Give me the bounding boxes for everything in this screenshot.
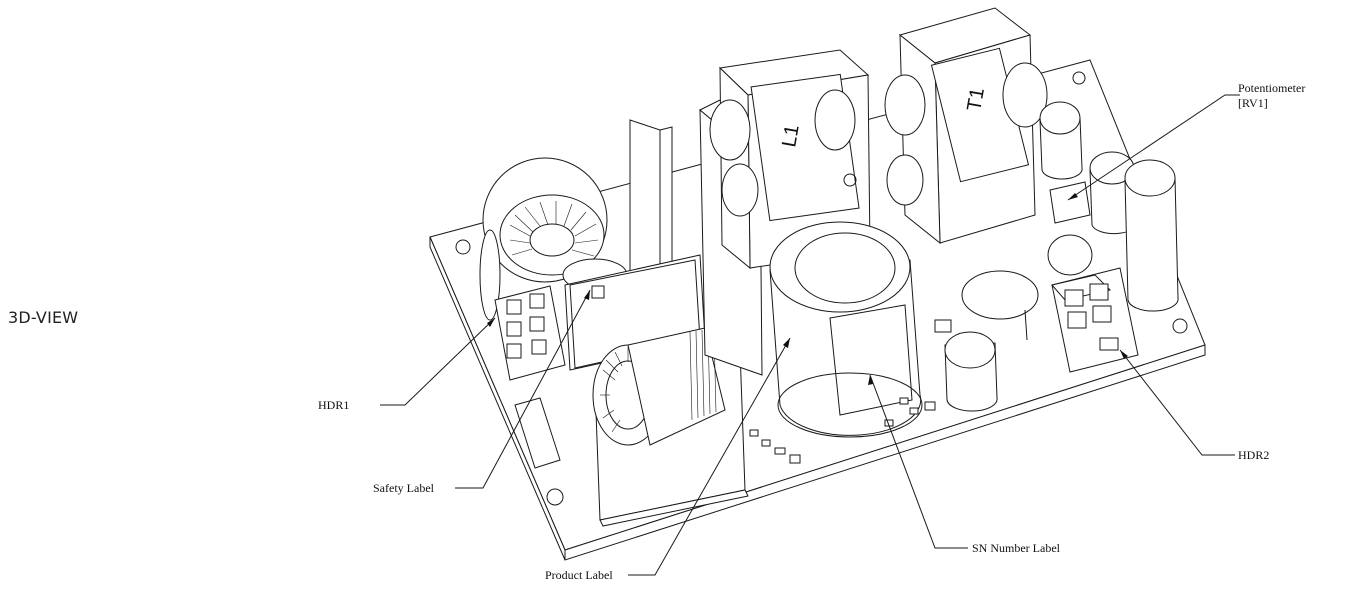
callout-labels: Potentiometer [RV1] HDR1 HDR2 Safety Lab… [318,81,1305,582]
small-block-component [514,397,561,469]
bulk-electrolytic-capacitor [769,221,923,438]
t1-transformer: T1 [884,7,1048,245]
l1-inductor: L1 [709,49,871,270]
callout-leaders [380,94,1240,576]
toroid-inductor-2 [592,327,726,446]
small-electrolytic-capacitors [944,101,1179,412]
callout-potentiometer: Potentiometer [1238,81,1305,95]
callout-sn-number-label: SN Number Label [972,541,1061,555]
hdr1-connector [494,285,566,381]
callout-safety-label: Safety Label [373,481,435,495]
toroid-inductor-1 [479,157,608,321]
view-title: 3D-VIEW [8,308,79,327]
callout-hdr2: HDR2 [1238,448,1269,462]
l1-marking: L1 [778,123,804,149]
hdr2-connector [1051,267,1139,373]
cylinder-block-safety [562,254,706,371]
potentiometer-rv1-body [1049,181,1091,224]
callout-product-label: Product Label [545,568,613,582]
t1-marking: T1 [963,86,989,113]
callout-potentiometer-ref: [RV1] [1238,96,1268,110]
callout-hdr1: HDR1 [318,398,349,412]
disc-varistor [961,270,1039,341]
